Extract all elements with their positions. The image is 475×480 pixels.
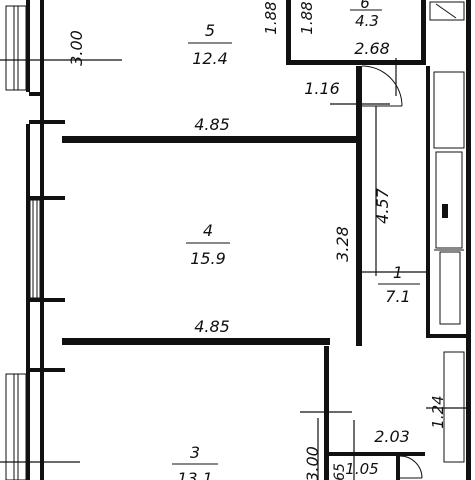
- interior-walls: [62, 0, 426, 480]
- dim-corridor-top: 1.16: [304, 79, 340, 98]
- left-exterior-wall: [26, 0, 65, 480]
- room-number: 4: [203, 221, 213, 240]
- room-area: 7.1: [385, 287, 410, 306]
- room-label-1: 1 7.1: [378, 263, 420, 306]
- room-area: 13.1: [177, 469, 213, 480]
- dim-room6-left: 1.88: [298, 1, 316, 34]
- room-label-3: 3 13.1: [172, 443, 218, 480]
- room-area: 4.3: [355, 12, 379, 30]
- room-number: 3: [190, 443, 200, 462]
- room-label-5: 5 12.4: [188, 21, 232, 68]
- room-number: 6: [360, 0, 370, 12]
- dim-room5-right: 1.88: [262, 1, 280, 34]
- room-number: 1: [393, 263, 403, 282]
- dim-room4-top-width: 4.85: [194, 115, 230, 134]
- window-left-bottom: [5, 373, 27, 480]
- dim-lower-width: 2.03: [374, 427, 410, 446]
- door-swings: [361, 65, 423, 479]
- dim-room4-bottom-width: 4.85: [194, 317, 230, 336]
- dim-bath-height: 65: [332, 463, 348, 480]
- dimension-lines: [0, 58, 470, 480]
- dim-room3-height: 3.00: [303, 446, 322, 480]
- room-number: 5: [205, 21, 215, 40]
- dim-hall-bottom: 1.24: [429, 395, 447, 428]
- room-area: 15.9: [190, 249, 226, 268]
- dim-hall-height: 4.57: [373, 187, 392, 223]
- dim-room4-height: 3.28: [333, 226, 352, 262]
- right-exterior-wall: [426, 0, 471, 480]
- room-label-6: 6 4.3: [350, 0, 382, 30]
- room-label-4: 4 15.9: [186, 221, 230, 268]
- window-left-top: [5, 5, 27, 91]
- dim-room6-width: 2.68: [354, 39, 390, 58]
- dim-bath-width: 1.05: [345, 460, 378, 478]
- dim-room5-height: 3.00: [67, 30, 86, 66]
- fixture-top-right: [429, 1, 465, 21]
- room-area: 12.4: [192, 49, 228, 68]
- window-left-middle: [29, 199, 41, 299]
